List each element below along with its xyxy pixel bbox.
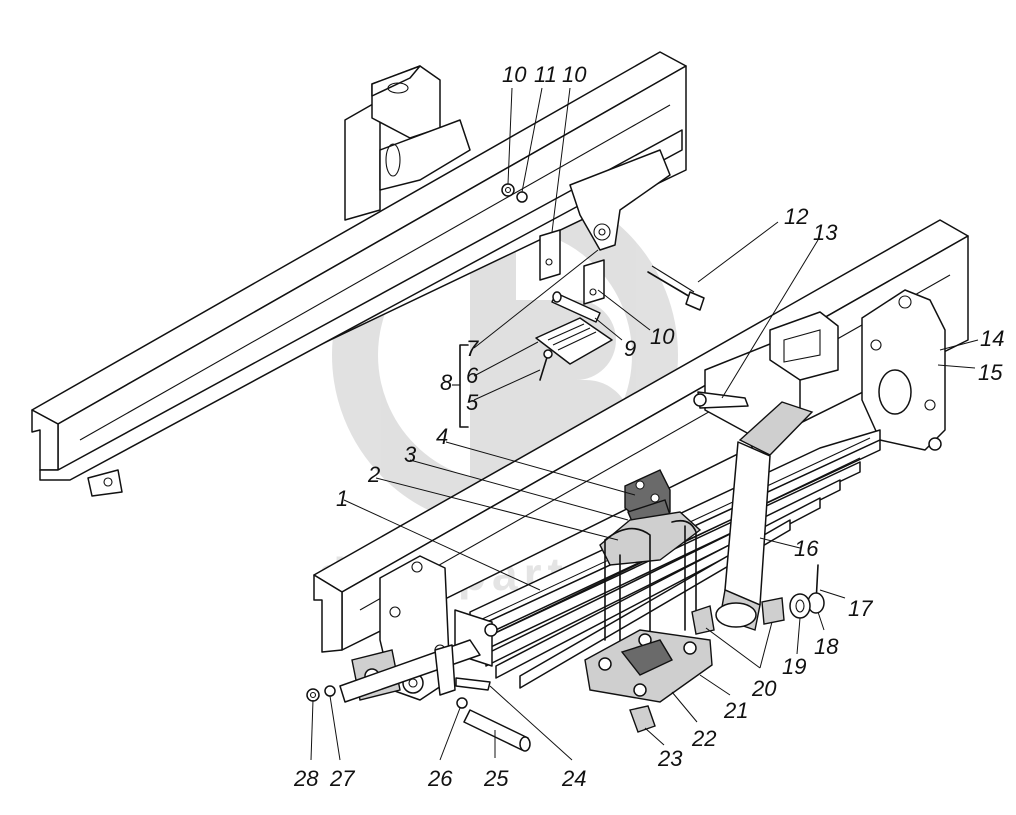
callout-10-lower: 10	[650, 324, 675, 349]
callout-28: 27	[329, 766, 355, 791]
callout-9: 9	[624, 336, 636, 361]
callout-20: 19	[782, 654, 806, 679]
axle-mount	[584, 469, 713, 703]
frame-rail-right	[313, 219, 969, 653]
callout-19: 18	[814, 634, 839, 659]
callout-13: 12	[784, 204, 808, 229]
callout-10-upper: 10	[562, 62, 587, 87]
callout-1: 1	[336, 486, 348, 511]
callout-17: 16	[794, 536, 819, 561]
callout-7: 7	[466, 336, 479, 361]
callout-8: 8	[440, 370, 453, 395]
callout-2: 2	[367, 462, 380, 487]
callout-27: 26	[427, 766, 453, 791]
front-spring-hanger	[339, 555, 481, 703]
callout-24: 23	[657, 746, 683, 771]
callout-26: 25	[483, 766, 509, 791]
callout-23: 22	[691, 726, 716, 751]
callout-29: 28	[293, 766, 319, 791]
leader-lines	[310, 87, 979, 761]
callout-11: 10	[502, 62, 527, 87]
small-parts	[306, 183, 825, 752]
callout-25: 24	[561, 766, 586, 791]
frame-rail-left	[31, 51, 687, 497]
callout-labels: 10 11 10 12 13 14 15 10 9 7 6 5 8 4 3 2 …	[293, 62, 1004, 791]
shock-absorber	[693, 391, 814, 631]
callout-18: 17	[848, 596, 873, 621]
callout-16: 15	[978, 360, 1003, 385]
callout-5: 5	[466, 390, 479, 415]
callout-4: 4	[436, 424, 448, 449]
callout-6: 6	[466, 363, 479, 388]
callout-14: 13	[813, 220, 838, 245]
callout-3: 3	[404, 442, 417, 467]
callout-12: 11	[534, 62, 557, 87]
callout-21: 20	[751, 676, 777, 701]
callout-15: 14	[980, 326, 1004, 351]
callout-22: 21	[723, 698, 748, 723]
